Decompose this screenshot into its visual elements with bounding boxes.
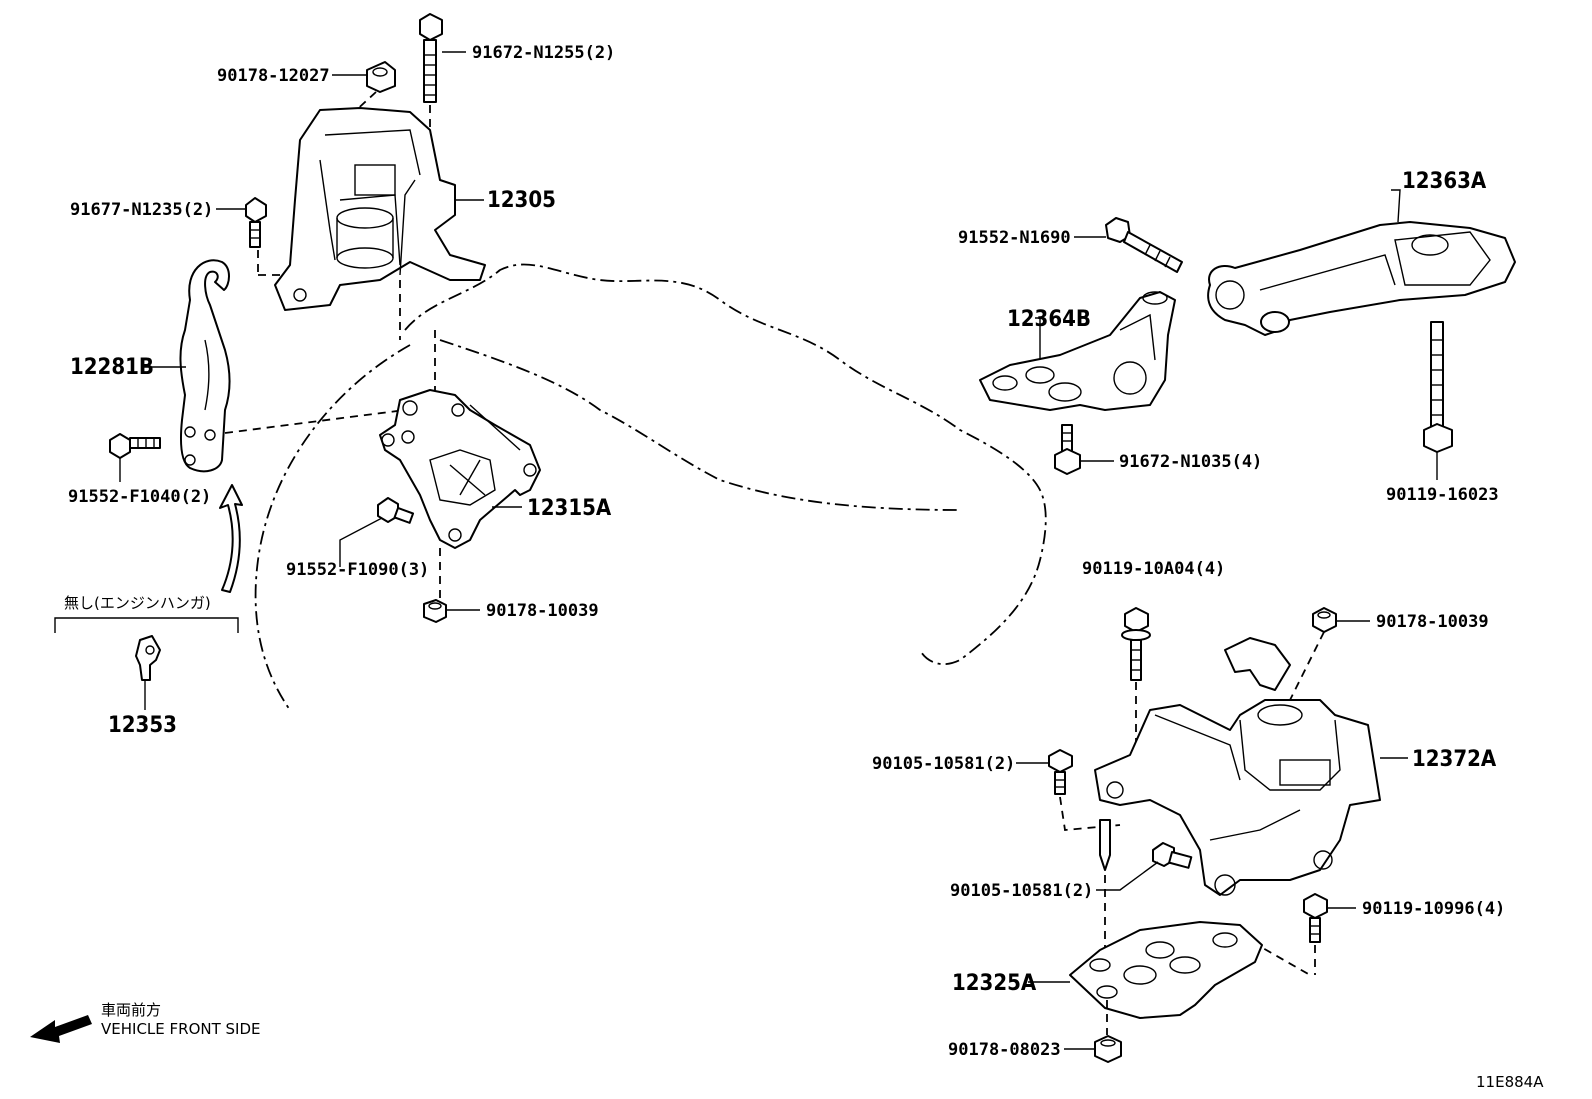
note-no-engine-hanger: 無し(エンジンハンガ) [64, 594, 211, 612]
bolt-91677-N1235 [245, 197, 267, 248]
label-90178-08023: 90178-08023 [948, 1040, 1061, 1060]
vehicle-front-arrow-icon [30, 1015, 92, 1043]
leader-lines [119, 51, 1408, 1050]
torque-rod-12363A [1207, 221, 1516, 336]
label-90119-10996: 90119-10996(4) [1362, 899, 1505, 919]
bolt-90119-10996 [1303, 893, 1328, 943]
direction-label-en: VEHICLE FRONT SIDE [101, 1020, 261, 1038]
label-90178-12027: 90178-12027 [217, 66, 330, 86]
label-12325A: 12325A [952, 971, 1037, 996]
bolt-91672-N1035 [1054, 424, 1081, 475]
nut-90178-10039-left [423, 599, 447, 623]
bolt-91552-F1090 [377, 497, 415, 524]
label-91672-N1255: 91672-N1255(2) [472, 43, 615, 63]
engine-lower-outline [439, 339, 961, 511]
pin [1099, 819, 1111, 871]
label-90178-10039-left: 90178-10039 [486, 601, 599, 621]
note-bracket [54, 617, 239, 633]
figure-code: 11E884A [1476, 1073, 1544, 1091]
label-90178-10039-right: 90178-10039 [1376, 612, 1489, 632]
label-12364B: 12364B [1007, 307, 1091, 332]
bolt-90105-10581-top [1048, 749, 1073, 795]
nut-90178-10039-right [1312, 607, 1337, 633]
label-91552-F1040: 91552-F1040(2) [68, 487, 211, 507]
label-12372A: 12372A [1412, 747, 1497, 772]
label-12305: 12305 [487, 188, 556, 213]
label-91672-N1035: 91672-N1035(4) [1119, 452, 1262, 472]
bracket-12364B [979, 291, 1176, 411]
label-12363A: 12363A [1402, 169, 1487, 194]
bracket-12353 [135, 635, 161, 681]
bolt-91552-N1690 [1105, 217, 1183, 273]
label-90105-10581-top: 90105-10581(2) [872, 754, 1015, 774]
label-90105-10581-bottom: 90105-10581(2) [950, 881, 1093, 901]
bolt-90119-16023 [1423, 321, 1453, 453]
engine-outline [404, 263, 1047, 665]
nut-90178-12027 [366, 61, 396, 93]
label-91552-N1690: 91552-N1690 [958, 228, 1071, 248]
bolt-91552-F1040 [109, 433, 161, 459]
label-91552-F1090: 91552-F1090(3) [286, 560, 429, 580]
engine-mount-12305 [274, 107, 486, 311]
bracket-12315A [379, 389, 541, 549]
bolt-91672-N1255 [419, 13, 443, 103]
direction-label-jp: 車両前方 [101, 1001, 161, 1019]
nut-90178-08023 [1094, 1035, 1122, 1063]
label-90119-16023: 90119-16023 [1386, 485, 1499, 505]
arrow-up-icon [219, 484, 243, 593]
bracket-12325A [1069, 921, 1263, 1019]
bolt-90119-10A04 [1121, 607, 1151, 681]
label-12315A: 12315A [527, 496, 612, 521]
bolt-90105-10581-bottom [1152, 842, 1193, 869]
engine-hanger-12281B [179, 259, 231, 473]
engine-arc [254, 344, 411, 711]
label-12281B: 12281B [70, 355, 154, 380]
transmission-mount-12372A [1094, 637, 1381, 896]
label-91677-N1235: 91677-N1235(2) [70, 200, 213, 220]
label-12353: 12353 [108, 713, 177, 738]
label-90119-10A04: 90119-10A04(4) [1082, 559, 1225, 579]
